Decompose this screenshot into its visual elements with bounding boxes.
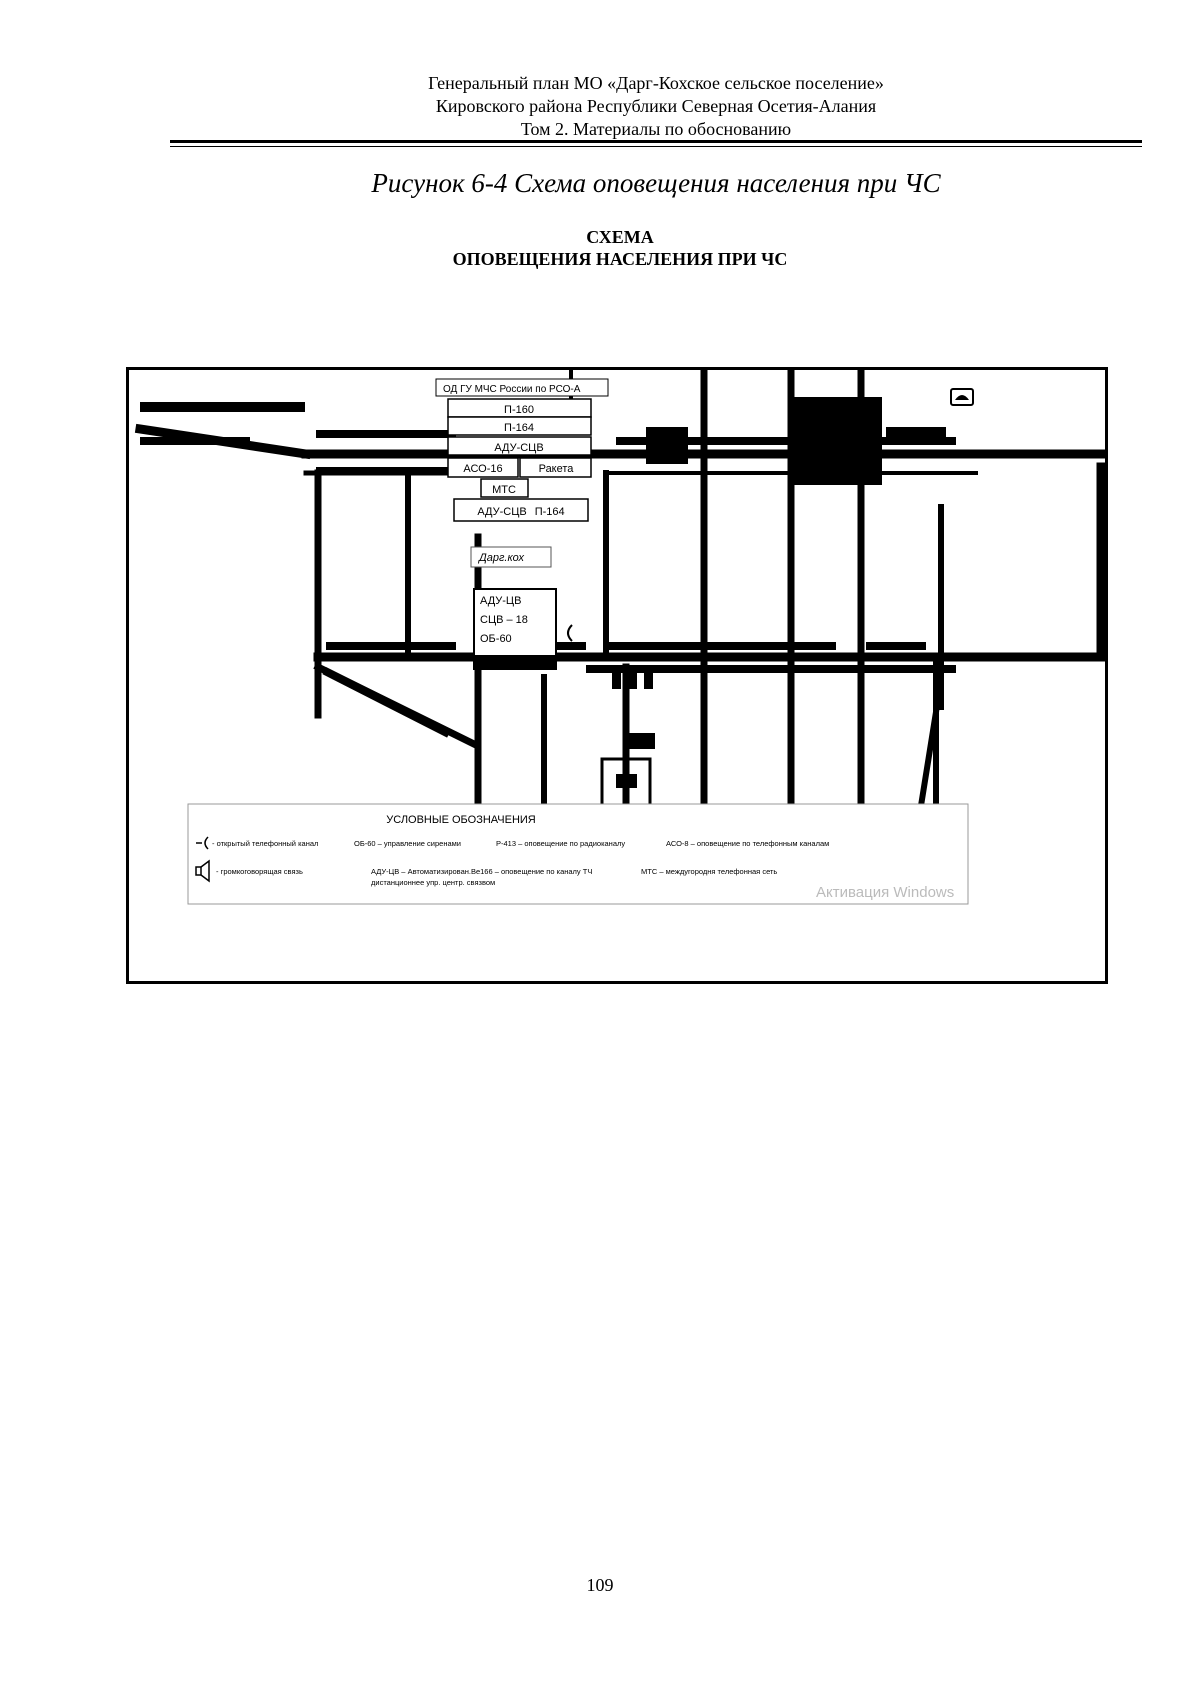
label-scv18: СЦВ – 18 [480,614,528,626]
legend-mts: МТС – междугородня телефонная сеть [641,867,777,876]
label-od-gu-text: ОД ГУ МЧС России по РСО-А [443,384,581,395]
scheme-title-line-1: СХЕМА [586,227,654,247]
label-ob60: ОБ-60 [480,633,512,645]
legend-loudspeaker: - громкоговорящая связь [216,867,303,876]
legend-phone-channel: - открытый телефонный канал [212,839,318,848]
legend-title: УСЛОВНЫЕ ОБОЗНАЧЕНИЯ [386,814,536,826]
legend-adu-cv-1: АДУ-ЦВ – Автоматизирован.Ве166 – оповеще… [371,867,592,876]
page-number: 109 [586,1575,614,1595]
label-p164: П-164 [504,422,534,434]
label-aso16: АСО-16 [463,463,502,475]
label-village: Дарг.кох [470,546,552,568]
alert-scheme-map: ОД ГУ МЧС России по РСО-А П-160 П-164 АД… [126,367,1108,984]
watermark-text: Активация Windows [816,884,954,901]
label-mts: МТС [492,484,516,496]
header-rule-thin [170,146,1142,147]
siren-icon [950,388,974,406]
scheme-title: СХЕМА ОПОВЕЩЕНИЯ НАСЕЛЕНИЯ ПРИ ЧС [170,226,1070,270]
label-village-text: Дарг.кох [477,552,525,564]
label-adu-cv: АДУ-ЦВ [480,595,521,607]
legend-phone-icon [196,836,209,850]
loudspeaker-icon [195,859,210,883]
header-line-3: Том 2. Материалы по обоснованию [520,119,792,139]
legend-adu-cv-2: дистанционнее упр. центр. связвом [371,878,495,887]
header-rule-thick [170,140,1142,143]
label-od-gu: ОД ГУ МЧС России по РСО-А [435,378,609,397]
label-adu-scv: АДУ-СЦВ [494,442,543,454]
map-blocks [612,397,882,788]
figure-caption: Рисунок 6-4 Схема оповещения населения п… [371,168,941,198]
legend: УСЛОВНЫЕ ОБОЗНАЧЕНИЯ - открытый телефонн… [187,803,969,905]
label-raketa: Ракета [539,463,575,475]
local-equipment: АДУ-ЦВ СЦВ – 18 ОБ-60 [473,588,557,670]
label-p160: П-160 [504,404,534,416]
legend-p413: Р-413 – оповещение по радиоканалу [496,839,625,848]
header-line-1: Генеральный план МО «Дарг-Кохское сельск… [428,73,884,93]
legend-aso8: АСО-8 – оповещение по телефонным каналам [666,839,829,848]
legend-ob60: ОБ-60 – управление сиренами [354,839,461,848]
phone-channel-icon [567,624,573,642]
header-line-2: Кировского района Республики Северная Ос… [435,96,877,116]
equipment-stack: П-160 П-164 АДУ-СЦВ АСО-16 Ракета МТС АД… [447,398,592,522]
scheme-title-line-2: ОПОВЕЩЕНИЯ НАСЕЛЕНИЯ ПРИ ЧС [452,249,788,269]
